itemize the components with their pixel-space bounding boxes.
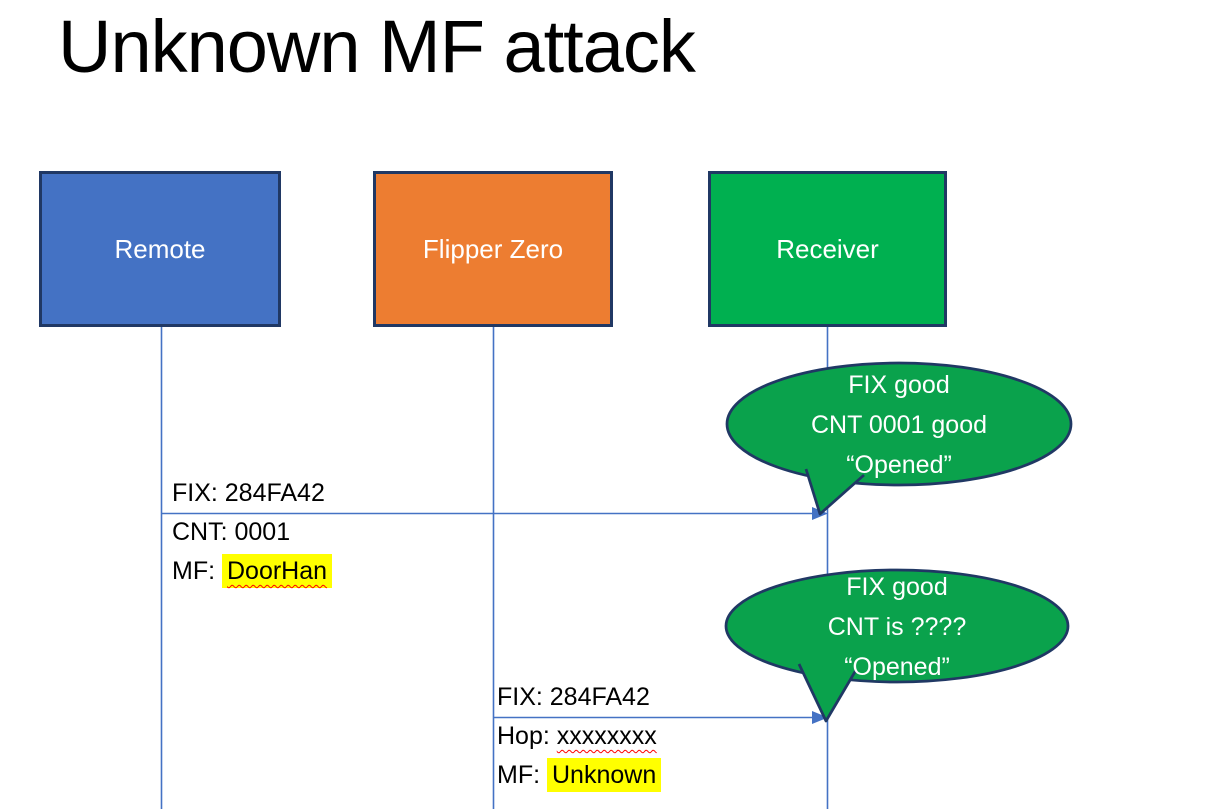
message-2-labels: FIX: 284FA42 Hop: xxxxxxxx MF: Unknown (497, 678, 662, 795)
actor-label: Remote (114, 233, 206, 264)
actor-box-flipper-zero: Flipper Zero (373, 171, 613, 327)
callout-bubble-tail (804, 468, 865, 516)
message-1-mf: MF: DoorHan (172, 552, 333, 591)
actor-box-remote: Remote (39, 171, 281, 327)
arrowhead-icon (812, 711, 828, 724)
message-2-mf-prefix: MF: (497, 761, 547, 789)
message-2-hop-prefix: Hop: (497, 722, 557, 750)
callout-1-line-2: CNT 0001 good (810, 411, 988, 439)
callout-bubble-2 (724, 568, 1070, 723)
message-2-mf: MF: Unknown (497, 756, 662, 795)
callout-bubble-ellipse (725, 361, 1073, 487)
callout-1-text: FIX good CNT 0001 good “Opened” (727, 365, 1071, 485)
slide-title: Unknown MF attack (58, 5, 696, 88)
callout-bubble-ellipse (724, 568, 1070, 684)
callout-2-text: FIX good CNT is ???? “Opened” (726, 567, 1068, 687)
squiggle-text-hop: xxxxxxxx (556, 722, 657, 750)
message-1-labels: FIX: 284FA42 CNT: 0001 MF: DoorHan (172, 474, 333, 591)
highlighted-text-doorhan: DoorHan (222, 554, 333, 588)
highlighted-text-unknown: Unknown (547, 758, 662, 792)
callout-2-line-1: FIX good (846, 573, 948, 601)
message-1-fix: FIX: 284FA42 (172, 479, 325, 507)
message-arrow-flipper-to-receiver (493, 711, 828, 724)
message-1-mf-prefix: MF: (172, 557, 222, 585)
message-2-fix: FIX: 284FA42 (497, 683, 650, 711)
callout-bubble-tail (797, 663, 858, 723)
actor-label: Receiver (776, 233, 879, 264)
message-2-hop: Hop: xxxxxxxx (497, 717, 661, 756)
actor-box-receiver: Receiver (708, 171, 947, 327)
callout-bubble-1 (725, 361, 1073, 516)
callout-1-line-3: “Opened” (846, 451, 952, 479)
callout-1-line-1: FIX good (848, 371, 950, 399)
callout-2-line-2: CNT is ???? (827, 613, 967, 641)
actor-label: Flipper Zero (422, 233, 564, 264)
callout-2-line-3: “Opened” (844, 653, 950, 681)
message-1-cnt: CNT: 0001 (172, 518, 291, 546)
